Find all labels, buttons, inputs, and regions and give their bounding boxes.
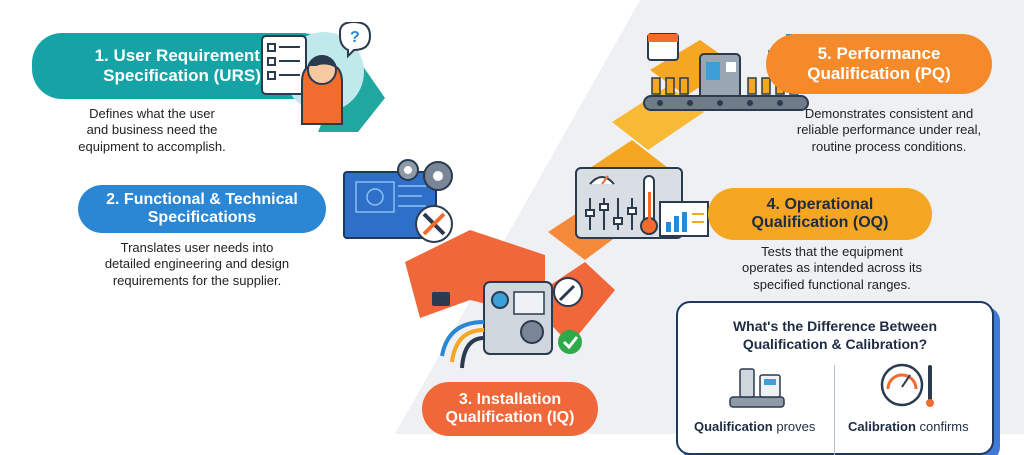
pressure-gauge-icon bbox=[880, 363, 934, 407]
blueprint-gears-icon bbox=[343, 159, 453, 243]
step-5-title-line1: 5. Performance bbox=[818, 44, 941, 64]
step-2-title-line2: Specifications bbox=[147, 209, 257, 226]
control-panel-gauge-icon bbox=[575, 167, 709, 239]
step-3-title-line1: 3. Installation bbox=[459, 391, 561, 409]
step-1-title-line2: Specification (URS) bbox=[103, 66, 261, 85]
calibration-rest: confirms bbox=[915, 419, 969, 434]
step-5-title: Performance bbox=[836, 44, 941, 64]
calibration-text: Calibration confirms bbox=[848, 419, 969, 434]
comparison-title: What's the Difference Between Qualificat… bbox=[678, 317, 992, 353]
qualification-text: Qualification proves bbox=[694, 419, 815, 434]
calibration-label: Calibration bbox=[848, 419, 916, 434]
step-4-title: Operational bbox=[784, 195, 874, 213]
comparison-title-line: What's the Difference Between bbox=[732, 318, 938, 334]
step-4-desc-line: specified functional ranges. bbox=[753, 276, 911, 292]
step-5-desc-line: routine process conditions. bbox=[811, 138, 967, 154]
step-4-pill: 4. Operational Qualification (OQ) bbox=[708, 188, 932, 240]
step-5-desc-line: reliable performance under real, bbox=[796, 122, 982, 138]
qualification-rest: proves bbox=[772, 419, 816, 434]
svg-text:?: ? bbox=[350, 29, 360, 46]
step-3-pill: 3. Installation Qualification (IQ) bbox=[422, 382, 598, 436]
step-4-number: 4. bbox=[766, 195, 780, 213]
step-2-pill: 2. Functional & Technical Specifications bbox=[78, 185, 326, 233]
step-5-number: 5. bbox=[817, 44, 832, 64]
step-5-title-line2: Qualification (PQ) bbox=[807, 64, 951, 83]
comparison-title-line: Qualification & Calibration? bbox=[742, 336, 928, 353]
step-4-title-line2: Qualification (OQ) bbox=[751, 214, 889, 231]
step-4-desc-line: Tests that the equipment bbox=[761, 244, 903, 259]
step-1-description: Defines what the user and business need … bbox=[62, 106, 242, 155]
step-2-desc-line: detailed engineering and design bbox=[104, 256, 290, 272]
step-5-pill: 5. Performance Qualification (PQ) bbox=[766, 34, 992, 94]
comparison-card: What's the Difference Between Qualificat… bbox=[676, 301, 994, 455]
step-2-title-line1: 2. Functional & Technical bbox=[106, 191, 298, 209]
step-1-number: 1. bbox=[94, 46, 109, 66]
step-3-number: 3. bbox=[458, 390, 473, 408]
step-1-desc-line: Defines what the user bbox=[89, 106, 215, 121]
qualification-label: Qualification bbox=[694, 419, 773, 434]
step-3-title: Installation bbox=[476, 390, 562, 408]
step-2-title: Functional & Technical bbox=[123, 190, 298, 208]
step-5-desc-line: Demonstrates consistent and bbox=[804, 106, 974, 121]
step-1-desc-line: and business need the bbox=[86, 122, 218, 138]
step-4-description: Tests that the equipment operates as int… bbox=[722, 244, 942, 293]
comparison-divider bbox=[834, 365, 835, 455]
step-5-description: Demonstrates consistent and reliable per… bbox=[782, 106, 996, 155]
equipment-plug-icon bbox=[432, 277, 583, 369]
step-2-description: Translates user needs into detailed engi… bbox=[90, 240, 304, 289]
step-2-desc-line: requirements for the supplier. bbox=[112, 272, 282, 288]
step-3-title-line2: Qualification (IQ) bbox=[445, 409, 575, 426]
step-4-desc-line: operates as intended across its bbox=[742, 260, 922, 276]
step-1-title: User Requirements bbox=[113, 46, 270, 66]
step-2-desc-line: Translates user needs into bbox=[120, 240, 274, 255]
step-1-title-line1: 1. User Requirements bbox=[95, 46, 270, 66]
checklist-person-icon: ? bbox=[261, 22, 372, 125]
machine-icon bbox=[729, 368, 785, 408]
step-2-number: 2. bbox=[106, 190, 120, 208]
step-4-title-line1: 4. Operational bbox=[767, 196, 874, 214]
step-1-desc-line: equipment to accomplish. bbox=[78, 138, 226, 154]
